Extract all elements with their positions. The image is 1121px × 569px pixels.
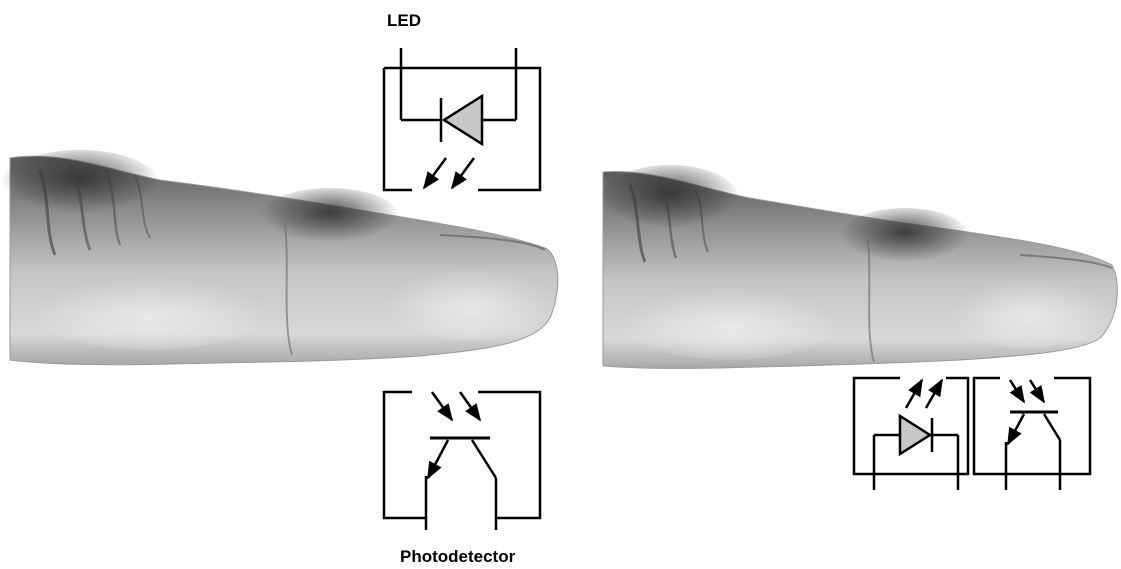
photodetector-label: Photodetector — [400, 547, 516, 566]
incoming-arrow-icon — [1010, 380, 1024, 402]
emission-arrow-icon — [424, 158, 446, 188]
led-circuit-top — [384, 48, 540, 190]
incoming-arrow-icon — [460, 392, 480, 420]
led-diode-icon — [444, 96, 482, 144]
led-label: LED — [387, 11, 421, 30]
emission-arrow-icon — [452, 158, 474, 188]
photodetector-circuit-bottom — [384, 392, 540, 530]
incoming-arrow-icon — [1030, 380, 1044, 402]
finger-left — [0, 150, 558, 365]
finger-right — [600, 165, 1117, 368]
incoming-arrow-icon — [432, 392, 452, 420]
reflectance-sensor — [854, 378, 1090, 490]
reflectance-photodetector-box — [974, 378, 1090, 474]
led-diode-icon — [900, 416, 930, 454]
emission-arrow-icon — [926, 380, 942, 408]
emission-arrow-icon — [906, 380, 922, 408]
